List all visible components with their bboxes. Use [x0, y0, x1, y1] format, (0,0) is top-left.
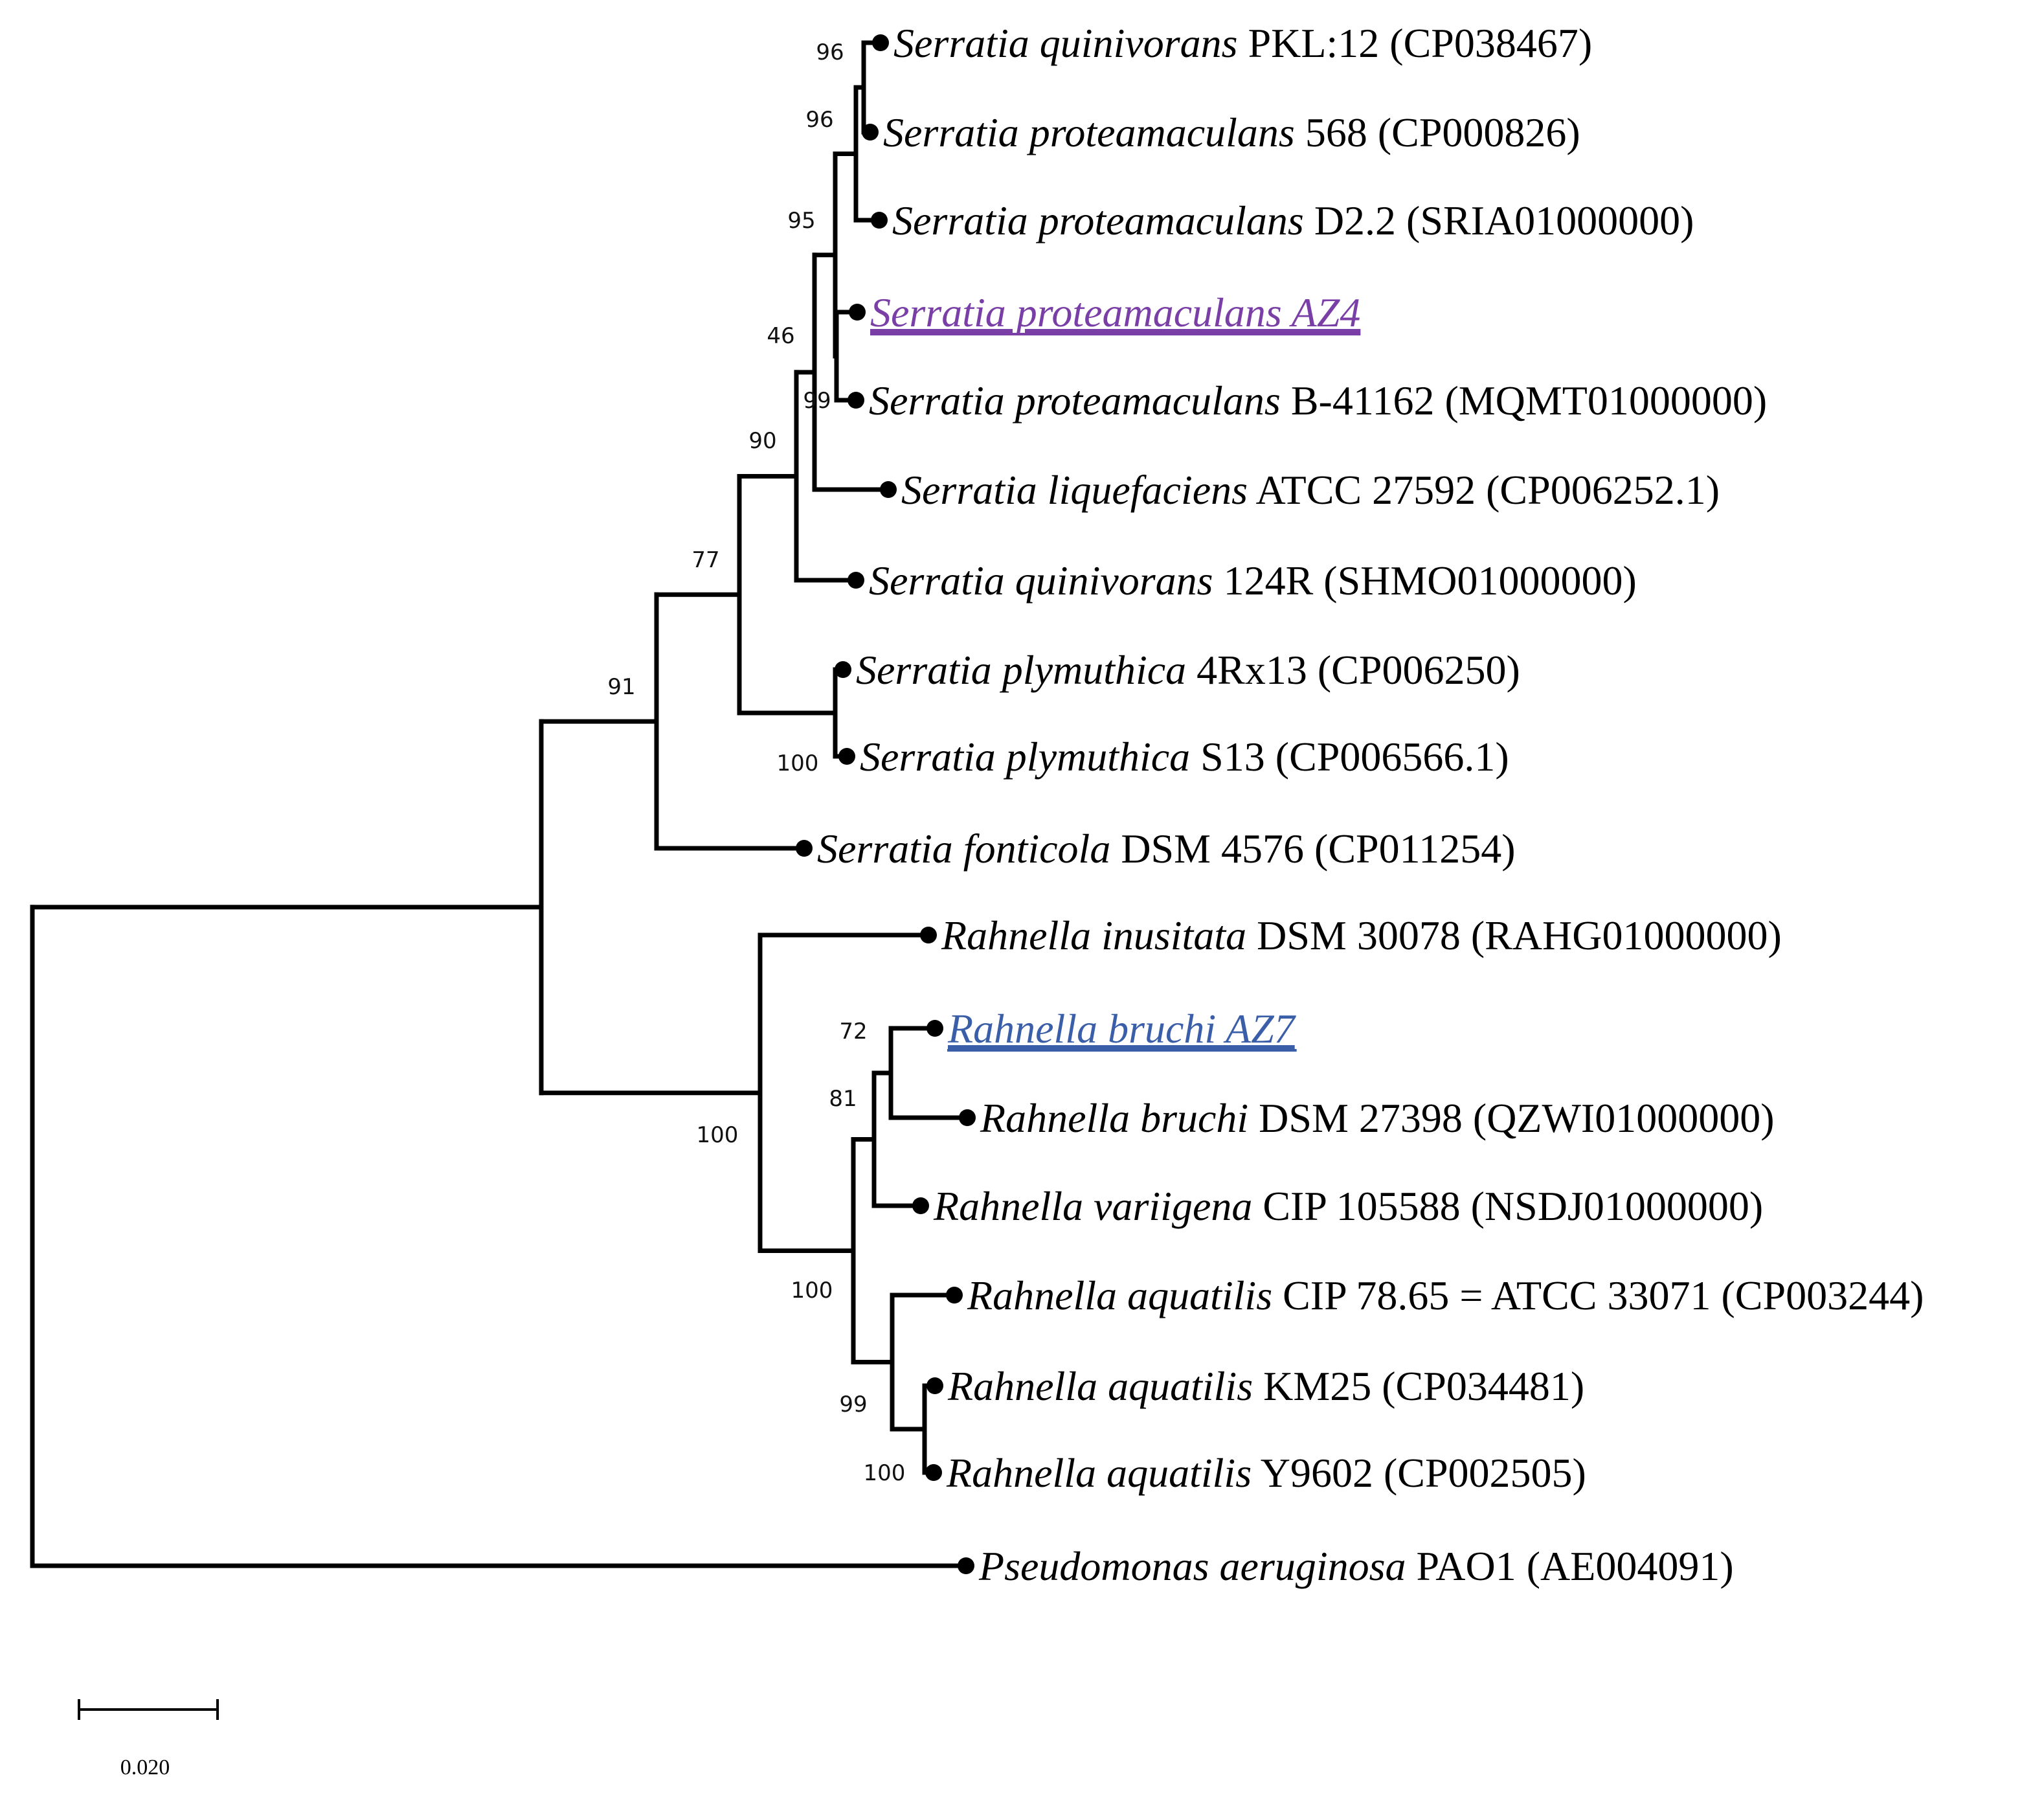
- tip-dot: [920, 927, 937, 943]
- taxon-label: Rahnella bruchi DSM 27398 (QZWI01000000): [980, 1095, 1775, 1141]
- taxon-label: Rahnella inusitata DSM 30078 (RAHG010000…: [941, 912, 1782, 958]
- bootstrap-value: 99: [839, 1392, 867, 1417]
- tip-dot: [849, 304, 866, 321]
- tip-dot: [958, 1557, 974, 1574]
- scale-bar-label: 0.020: [120, 1755, 170, 1779]
- tip-dot: [880, 481, 897, 498]
- bootstrap-value: 100: [777, 751, 819, 776]
- species-name: Serratia quinivorans: [869, 558, 1213, 604]
- strain-accession: Y9602 (CP002505): [1252, 1450, 1586, 1496]
- species-name: Serratia proteamaculans: [883, 109, 1295, 155]
- tip-dot: [871, 212, 888, 229]
- species-name: Rahnella variigena: [933, 1183, 1252, 1229]
- species-name: Rahnella inusitata: [941, 912, 1246, 958]
- bootstrap-value: 95: [787, 208, 815, 234]
- strain-accession: 124R (SHMO01000000): [1213, 558, 1637, 604]
- species-name: Serratia proteamaculans: [869, 378, 1281, 423]
- bootstrap-value: 100: [791, 1278, 833, 1304]
- strain-accession: PKL:12 (CP038467): [1238, 20, 1593, 66]
- tip-dot: [912, 1197, 929, 1214]
- bootstrap-value: 77: [691, 547, 719, 573]
- species-name: Serratia plymuthica: [860, 734, 1190, 780]
- strain-accession: D2.2 (SRIA01000000): [1304, 198, 1694, 243]
- species-name: Rahnella bruchi: [980, 1095, 1248, 1141]
- species-name: Serratia quinivorans: [893, 20, 1238, 66]
- tip-markers: [796, 34, 976, 1574]
- tip-dot: [862, 124, 879, 141]
- tip-dot: [835, 661, 851, 678]
- bootstrap-value: 96: [816, 40, 844, 65]
- tip-dot: [959, 1109, 976, 1126]
- species-name: Rahnella bruchi AZ7: [947, 1006, 1297, 1052]
- strain-accession: 568 (CP000826): [1295, 109, 1580, 155]
- species-name: Pseudomonas aeruginosa: [978, 1543, 1406, 1589]
- species-name: Rahnella aquatilis: [946, 1450, 1252, 1496]
- bootstrap-value: 100: [864, 1460, 906, 1486]
- taxon-label: Rahnella aquatilis KM25 (CP034481): [947, 1363, 1584, 1409]
- bootstrap-value: 81: [829, 1086, 857, 1112]
- strain-accession: B-41162 (MQMT01000000): [1281, 378, 1767, 423]
- tip-dot: [796, 840, 813, 857]
- strain-accession: DSM 4576 (CP011254): [1110, 826, 1515, 872]
- taxon-label: Serratia fonticola DSM 4576 (CP011254): [817, 826, 1516, 872]
- strain-accession: ATCC 27592 (CP006252.1): [1248, 467, 1720, 513]
- taxon-label: Serratia proteamaculans D2.2 (SRIA010000…: [892, 198, 1694, 243]
- bootstrap-value: 72: [839, 1019, 867, 1044]
- strain-accession: KM25 (CP034481): [1253, 1363, 1584, 1409]
- taxon-label-highlighted: Rahnella bruchi AZ7: [947, 1006, 1297, 1052]
- tree-branches: [30, 40, 970, 1568]
- taxon-label: Serratia plymuthica 4Rx13 (CP006250): [856, 647, 1520, 693]
- scale-bar-line: [78, 1699, 219, 1720]
- taxon-label: Pseudomonas aeruginosa PAO1 (AE004091): [978, 1543, 1734, 1589]
- scale-bar: 0.020: [78, 1699, 219, 1779]
- taxon-label: Serratia quinivorans 124R (SHMO01000000): [869, 558, 1637, 604]
- tip-dot: [872, 34, 889, 51]
- tip-dot: [927, 1020, 943, 1037]
- species-name: Serratia proteamaculans AZ4: [870, 289, 1360, 335]
- strain-accession: DSM 30078 (RAHG01000000): [1246, 912, 1782, 958]
- bootstrap-values: 96 96 95 99 46 90 77 100 91 100 100 72 81 99 100: [607, 40, 905, 1486]
- bootstrap-value: 96: [805, 107, 833, 133]
- strain-accession: PAO1 (AE004091): [1406, 1543, 1734, 1589]
- species-name: Rahnella aquatilis: [967, 1272, 1272, 1318]
- strain-accession: S13 (CP006566.1): [1190, 734, 1509, 780]
- bootstrap-value: 91: [607, 674, 635, 700]
- species-name: Serratia plymuthica: [856, 647, 1186, 693]
- bootstrap-value: 100: [697, 1122, 739, 1148]
- taxon-label: Serratia quinivorans PKL:12 (CP038467): [893, 20, 1592, 66]
- taxon-labels: Serratia quinivorans PKL:12 (CP038467)Se…: [817, 20, 1924, 1589]
- taxon-label: Rahnella aquatilis Y9602 (CP002505): [946, 1450, 1586, 1496]
- strain-accession: DSM 27398 (QZWI01000000): [1248, 1095, 1774, 1141]
- strain-accession: CIP 105588 (NSDJ01000000): [1252, 1183, 1763, 1229]
- species-name: Serratia liquefaciens: [901, 467, 1248, 513]
- taxon-label: Serratia proteamaculans B-41162 (MQMT010…: [869, 378, 1767, 423]
- taxon-label: Serratia proteamaculans 568 (CP000826): [883, 109, 1580, 155]
- strain-accession: CIP 78.65 = ATCC 33071 (CP003244): [1272, 1272, 1924, 1318]
- tip-dot: [946, 1287, 963, 1304]
- tip-dot: [848, 572, 864, 589]
- bootstrap-value: 99: [803, 388, 831, 414]
- species-name: Rahnella aquatilis: [947, 1363, 1253, 1409]
- taxon-label: Serratia liquefaciens ATCC 27592 (CP0062…: [901, 467, 1720, 513]
- taxon-label: Rahnella aquatilis CIP 78.65 = ATCC 3307…: [967, 1272, 1924, 1318]
- taxon-label-highlighted: Serratia proteamaculans AZ4: [870, 289, 1360, 335]
- taxon-label: Serratia plymuthica S13 (CP006566.1): [860, 734, 1509, 780]
- tip-dot: [838, 748, 855, 765]
- bootstrap-value: 90: [748, 428, 776, 454]
- tip-dot: [925, 1464, 942, 1481]
- taxon-label: Rahnella variigena CIP 105588 (NSDJ01000…: [933, 1183, 1763, 1229]
- bootstrap-value: 46: [767, 323, 794, 349]
- tip-dot: [927, 1377, 943, 1394]
- species-name: Serratia proteamaculans: [892, 198, 1304, 243]
- species-name: Serratia fonticola: [817, 826, 1110, 872]
- tip-dot: [848, 392, 864, 409]
- strain-accession: 4Rx13 (CP006250): [1186, 647, 1520, 693]
